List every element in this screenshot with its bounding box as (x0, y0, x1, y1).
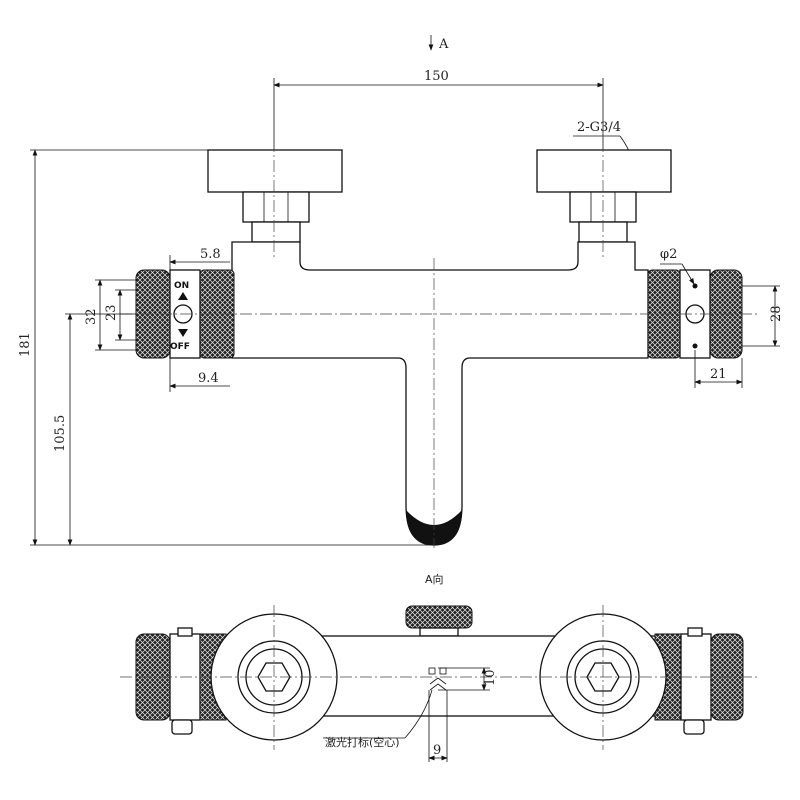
dim-thread: 2-G3/4 (577, 120, 621, 135)
label-on: ON (174, 281, 189, 291)
dim-knob-inner: 23 (104, 304, 119, 321)
laser-mark-icon (428, 667, 447, 691)
dim-laser-width: 9 (433, 743, 441, 758)
laser-note: 激光打标(空心) (325, 735, 400, 749)
label-off: OFF (170, 342, 190, 352)
dim-offset-top: 5.8 (200, 247, 221, 262)
dim-overall-height: 181 (18, 332, 33, 357)
valve-body (231, 241, 649, 546)
dim-offset-bottom: 9.4 (198, 371, 219, 386)
view-a: A向 (120, 572, 760, 762)
left-hex-nut (242, 191, 310, 223)
front-view: A 150 2-G3/4 ON OFF (18, 35, 784, 548)
right-knob-dot-top (692, 283, 698, 289)
dim-right-knob-dia: 28 (769, 305, 784, 322)
right-connector-cap (536, 149, 672, 193)
off-arrow-icon (178, 329, 188, 337)
left-connector-cap (207, 149, 343, 193)
on-arrow-icon (178, 292, 188, 300)
view-a-title: A向 (425, 572, 444, 586)
dim-knob-outer: 32 (84, 308, 99, 325)
dim-center-distance: 150 (424, 69, 449, 84)
dim-outlet-height: 105.5 (53, 415, 68, 452)
view-a-arrow-label: A (438, 37, 449, 52)
top-knob (405, 605, 473, 629)
dim-laser-height: 10 (483, 669, 498, 686)
right-knob-dot-bottom (692, 343, 698, 349)
dim-right-knob-width: 21 (710, 367, 727, 382)
dim-hole-dia: φ2 (660, 247, 677, 262)
